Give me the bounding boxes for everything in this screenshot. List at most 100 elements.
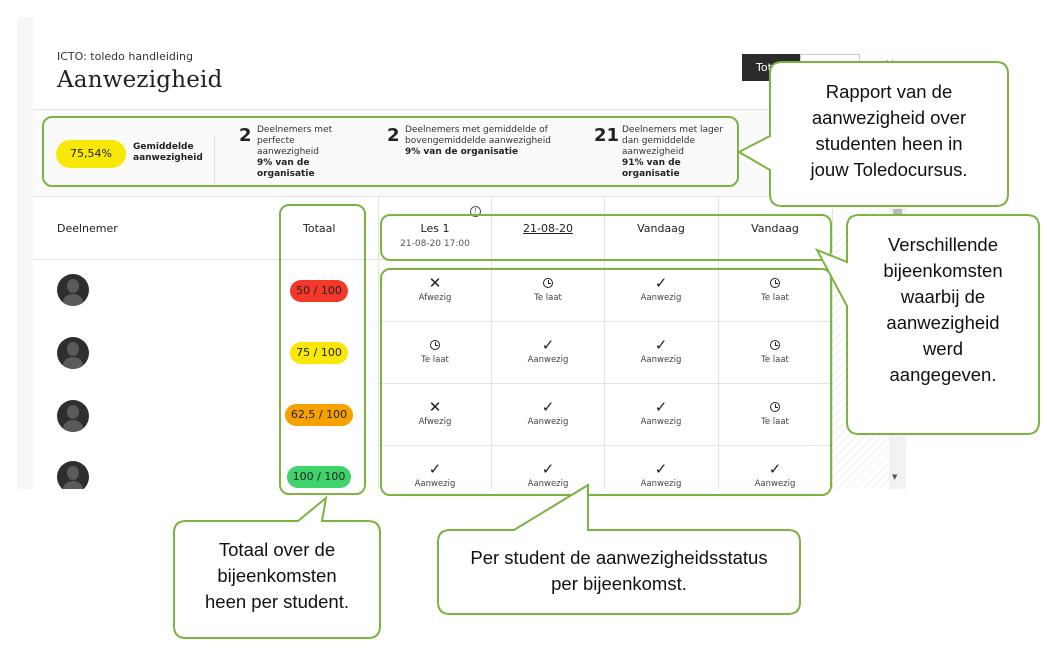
- attendance-status-cell[interactable]: Te laat: [492, 275, 604, 303]
- callout-line: bijeenkomsten: [217, 565, 337, 586]
- stat-average-text: Deelnemers met gemiddelde of bovengemidd…: [405, 125, 551, 146]
- attendance-status-cell[interactable]: ✓Aanwezig: [492, 337, 604, 365]
- average-attendance-label: Gemiddelde aanwezigheid: [133, 142, 203, 163]
- clock-icon: [379, 337, 491, 353]
- status-label: Aanwezig: [527, 479, 569, 489]
- callout-status-bubble: [437, 483, 801, 615]
- callout-sessions-bubble: [814, 214, 1040, 435]
- attendance-status-cell[interactable]: ✓Aanwezig: [492, 399, 604, 427]
- attendance-status-cell[interactable]: ✓Aanwezig: [492, 461, 604, 489]
- clock-icon-shape: [770, 402, 780, 412]
- check-icon: ✓: [654, 460, 668, 478]
- session-header-4[interactable]: Vandaag: [719, 222, 831, 235]
- clock-icon-shape: [770, 278, 780, 288]
- callout-total: Totaal over de bijeenkomsten heen per st…: [174, 537, 380, 615]
- status-label: Te laat: [761, 293, 789, 303]
- status-label: Aanwezig: [754, 479, 796, 489]
- status-label: Aanwezig: [640, 417, 682, 427]
- grid-line: [718, 197, 719, 489]
- attendance-status-cell[interactable]: ✓Aanwezig: [605, 461, 717, 489]
- avatar[interactable]: [57, 461, 89, 489]
- callout-line: Rapport van de: [825, 81, 953, 102]
- stat-average-count: 2: [387, 125, 400, 146]
- status-label: Aanwezig: [640, 355, 682, 365]
- attendance-status-cell[interactable]: ✕Afwezig: [379, 275, 491, 303]
- session-date: 21-08-20 17:00: [400, 239, 470, 249]
- callout-line: Per student de aanwezigheidsstatus: [470, 547, 768, 568]
- avatar[interactable]: [57, 274, 89, 306]
- status-label: Aanwezig: [640, 479, 682, 489]
- stat-below-pct: 91% van de organisatie: [622, 158, 681, 179]
- attendance-status-cell[interactable]: Te laat: [719, 337, 831, 365]
- total-score-badge: 100 / 100: [287, 466, 351, 488]
- attendance-status-cell[interactable]: Te laat: [719, 275, 831, 303]
- callout-line: Totaal over de: [218, 539, 336, 560]
- status-label: Te laat: [761, 417, 789, 427]
- clock-icon: [719, 337, 831, 353]
- info-icon[interactable]: !: [470, 206, 481, 217]
- status-label: Aanwezig: [414, 479, 456, 489]
- status-label: Afwezig: [418, 417, 452, 427]
- callout-sessions: Verschillende bijeenkomsten waarbij de a…: [847, 232, 1039, 388]
- cross-icon: ✕: [428, 274, 442, 292]
- callout-line: werd: [922, 338, 964, 359]
- avatar[interactable]: [57, 400, 89, 432]
- check-icon: ✓: [541, 398, 555, 416]
- scrollbar-thumb[interactable]: [893, 209, 902, 215]
- stat-perfect: Deelnemers met perfecte aanwezigheid 9% …: [257, 125, 347, 180]
- stat-average-pct: 9% van de organisatie: [405, 147, 519, 157]
- header-divider: [33, 109, 922, 110]
- session-header-3[interactable]: Vandaag: [605, 222, 717, 235]
- attendance-status-cell[interactable]: ✓Aanwezig: [605, 275, 717, 303]
- sessions-header-highlight: [380, 214, 832, 261]
- stat-below: Deelnemers met lager dan gemiddelde aanw…: [622, 125, 734, 180]
- grid-line: [378, 321, 833, 322]
- session-label: Vandaag: [637, 222, 685, 235]
- grid-line: [378, 445, 833, 446]
- callout-line: heen per student.: [205, 591, 349, 612]
- callout-line: Verschillende: [887, 234, 999, 255]
- avatar[interactable]: [57, 337, 89, 369]
- status-label: Aanwezig: [527, 417, 569, 427]
- clock-icon-shape: [770, 340, 780, 350]
- attendance-status-cell[interactable]: ✕Afwezig: [379, 399, 491, 427]
- scroll-down-icon[interactable]: ▼: [892, 473, 898, 481]
- column-header-total[interactable]: Totaal: [303, 222, 336, 235]
- attendance-status-cell[interactable]: Te laat: [719, 399, 831, 427]
- callout-report-bubble: [736, 61, 1009, 207]
- grid-line: [378, 383, 833, 384]
- check-icon: ✓: [654, 398, 668, 416]
- session-header-1[interactable]: Les 1 21-08-20 17:00: [379, 222, 491, 249]
- status-label: Te laat: [761, 355, 789, 365]
- average-attendance-badge: 75,54%: [56, 140, 126, 168]
- check-icon: ✓: [654, 274, 668, 292]
- check-icon: ✓: [541, 336, 555, 354]
- status-label: Te laat: [534, 293, 562, 303]
- status-label: Aanwezig: [527, 355, 569, 365]
- attendance-status-cell[interactable]: Te laat: [379, 337, 491, 365]
- column-header-participant[interactable]: Deelnemer: [57, 222, 118, 235]
- clock-icon: [719, 275, 831, 291]
- check-icon: ✓: [768, 460, 782, 478]
- stats-divider: [214, 137, 215, 185]
- attendance-status-cell[interactable]: ✓Aanwezig: [605, 399, 717, 427]
- session-header-2[interactable]: 21-08-20: [492, 222, 604, 235]
- stat-perfect-pct: 9% van de organisatie: [257, 158, 315, 179]
- callout-line: bijeenkomsten: [883, 260, 1003, 281]
- grid-line: [378, 197, 379, 489]
- grid-line: [604, 197, 605, 489]
- check-icon: ✓: [428, 460, 442, 478]
- clock-icon-shape: [430, 340, 440, 350]
- attendance-status-cell[interactable]: ✓Aanwezig: [719, 461, 831, 489]
- check-icon: ✓: [541, 460, 555, 478]
- callout-report: Rapport van de aanwezigheid over student…: [770, 79, 1008, 183]
- attendance-status-cell[interactable]: ✓Aanwezig: [605, 337, 717, 365]
- session-label: 21-08-20: [523, 222, 573, 235]
- grid-line: [832, 197, 833, 489]
- clock-icon: [719, 399, 831, 415]
- session-label: Les 1: [420, 222, 450, 235]
- attendance-status-cell[interactable]: ✓Aanwezig: [379, 461, 491, 489]
- session-label: Vandaag: [751, 222, 799, 235]
- callout-line: aangegeven.: [889, 364, 997, 385]
